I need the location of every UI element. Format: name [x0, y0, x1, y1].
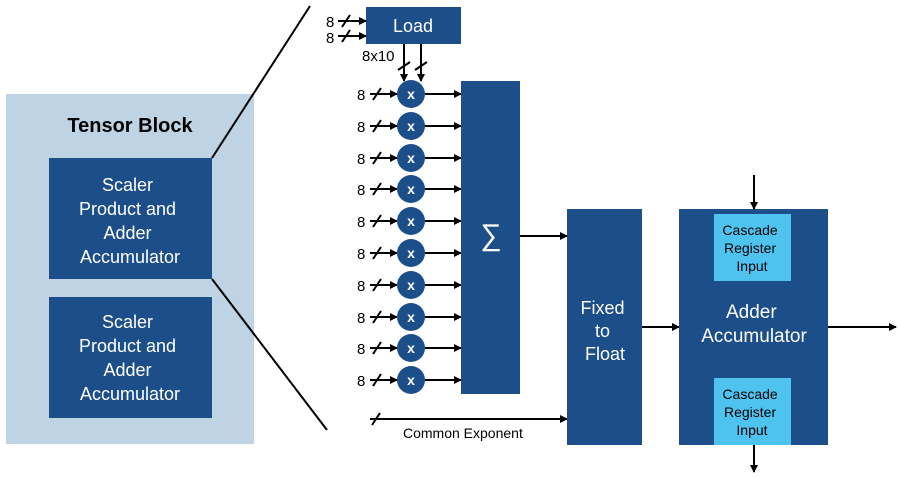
multiplier-input-slash: [372, 87, 382, 101]
multiplier-node: [397, 239, 425, 267]
adder-accumulator-label: Adder Accumulator: [701, 302, 807, 347]
load-output-width: 8x10: [362, 48, 395, 65]
multiplier-input-slash: [372, 214, 382, 228]
load-input-slash-2: [341, 29, 351, 43]
zoom-line-top: [211, 5, 311, 159]
multiplier-symbol: x: [407, 340, 415, 356]
multiplier-symbol: x: [407, 150, 415, 166]
load-input-width-1: 8: [326, 14, 334, 31]
multiplier-input-width: 8: [357, 246, 365, 263]
multiplier-input-slash: [372, 373, 382, 387]
scaler-unit-2: [49, 297, 212, 418]
multiplier-input-width: 8: [357, 278, 365, 295]
multiplier-node: [397, 144, 425, 172]
load-label: Load: [393, 16, 433, 36]
scaler-unit-1-label: Scaler Product and Adder Accumulator: [79, 175, 181, 267]
multiplier-node: [397, 271, 425, 299]
multiplier-input-width: 8: [357, 87, 365, 104]
common-exponent-slash: [371, 412, 381, 426]
multiplier-input-width: 8: [357, 373, 365, 390]
multiplier-input-slash: [372, 341, 382, 355]
cascade-bottom-label: Cascade Register Input: [722, 386, 781, 438]
multiplier-symbol: x: [407, 245, 415, 261]
cascade-top-label: Cascade Register Input: [722, 222, 781, 274]
multiplier-node: [397, 334, 425, 362]
multiplier-input-width: 8: [357, 119, 365, 136]
fixed-to-float-block: [567, 209, 642, 445]
multiplier-symbol: x: [407, 213, 415, 229]
tensor-block-title: Tensor Block: [67, 115, 193, 137]
cascade-register-input-top: [714, 214, 791, 281]
load-input-slash-1: [341, 14, 351, 28]
multiplier-input-width: 8: [357, 182, 365, 199]
load-output-slash-2: [414, 61, 428, 71]
multiplier-input-slash: [372, 182, 382, 196]
multiplier-input-slash: [372, 119, 382, 133]
multiplier-node: [397, 207, 425, 235]
common-exponent-label: Common Exponent: [403, 425, 523, 441]
multiplier-input-width: 8: [357, 151, 365, 168]
multiplier-input-slash: [372, 151, 382, 165]
load-block: [366, 7, 461, 44]
multiplier-symbol: x: [407, 181, 415, 197]
cascade-register-input-bottom: [714, 378, 791, 445]
multiplier-input-width: 8: [357, 214, 365, 231]
multiplier-symbol: x: [407, 309, 415, 325]
multiplier-rows: 8 x 8 x 8 x 8 x 8 x 8 x 8 x 8 x 8 x 8 x: [357, 80, 462, 394]
multiplier-input-width: 8: [357, 341, 365, 358]
load-output-slash-1: [397, 61, 411, 71]
load-input-width-2: 8: [326, 30, 334, 47]
multiplier-symbol: x: [407, 118, 415, 134]
zoom-line-bottom: [211, 278, 328, 431]
multiplier-input-slash: [372, 310, 382, 324]
multiplier-node: [397, 366, 425, 394]
scaler-unit-1: [49, 158, 212, 279]
sum-symbol: ∑: [480, 219, 501, 252]
multiplier-node: [397, 112, 425, 140]
multiplier-symbol: x: [407, 372, 415, 388]
multiplier-symbol: x: [407, 86, 415, 102]
multiplier-node: [397, 175, 425, 203]
sum-block: [461, 81, 520, 394]
multiplier-input-slash: [372, 246, 382, 260]
multiplier-input-width: 8: [357, 310, 365, 327]
multiplier-symbol: x: [407, 277, 415, 293]
multiplier-input-slash: [372, 278, 382, 292]
fixed-to-float-label: Fixed to Float: [580, 298, 629, 364]
multiplier-node: [397, 80, 425, 108]
scaler-unit-2-label: Scaler Product and Adder Accumulator: [79, 312, 181, 404]
multiplier-node: [397, 303, 425, 331]
